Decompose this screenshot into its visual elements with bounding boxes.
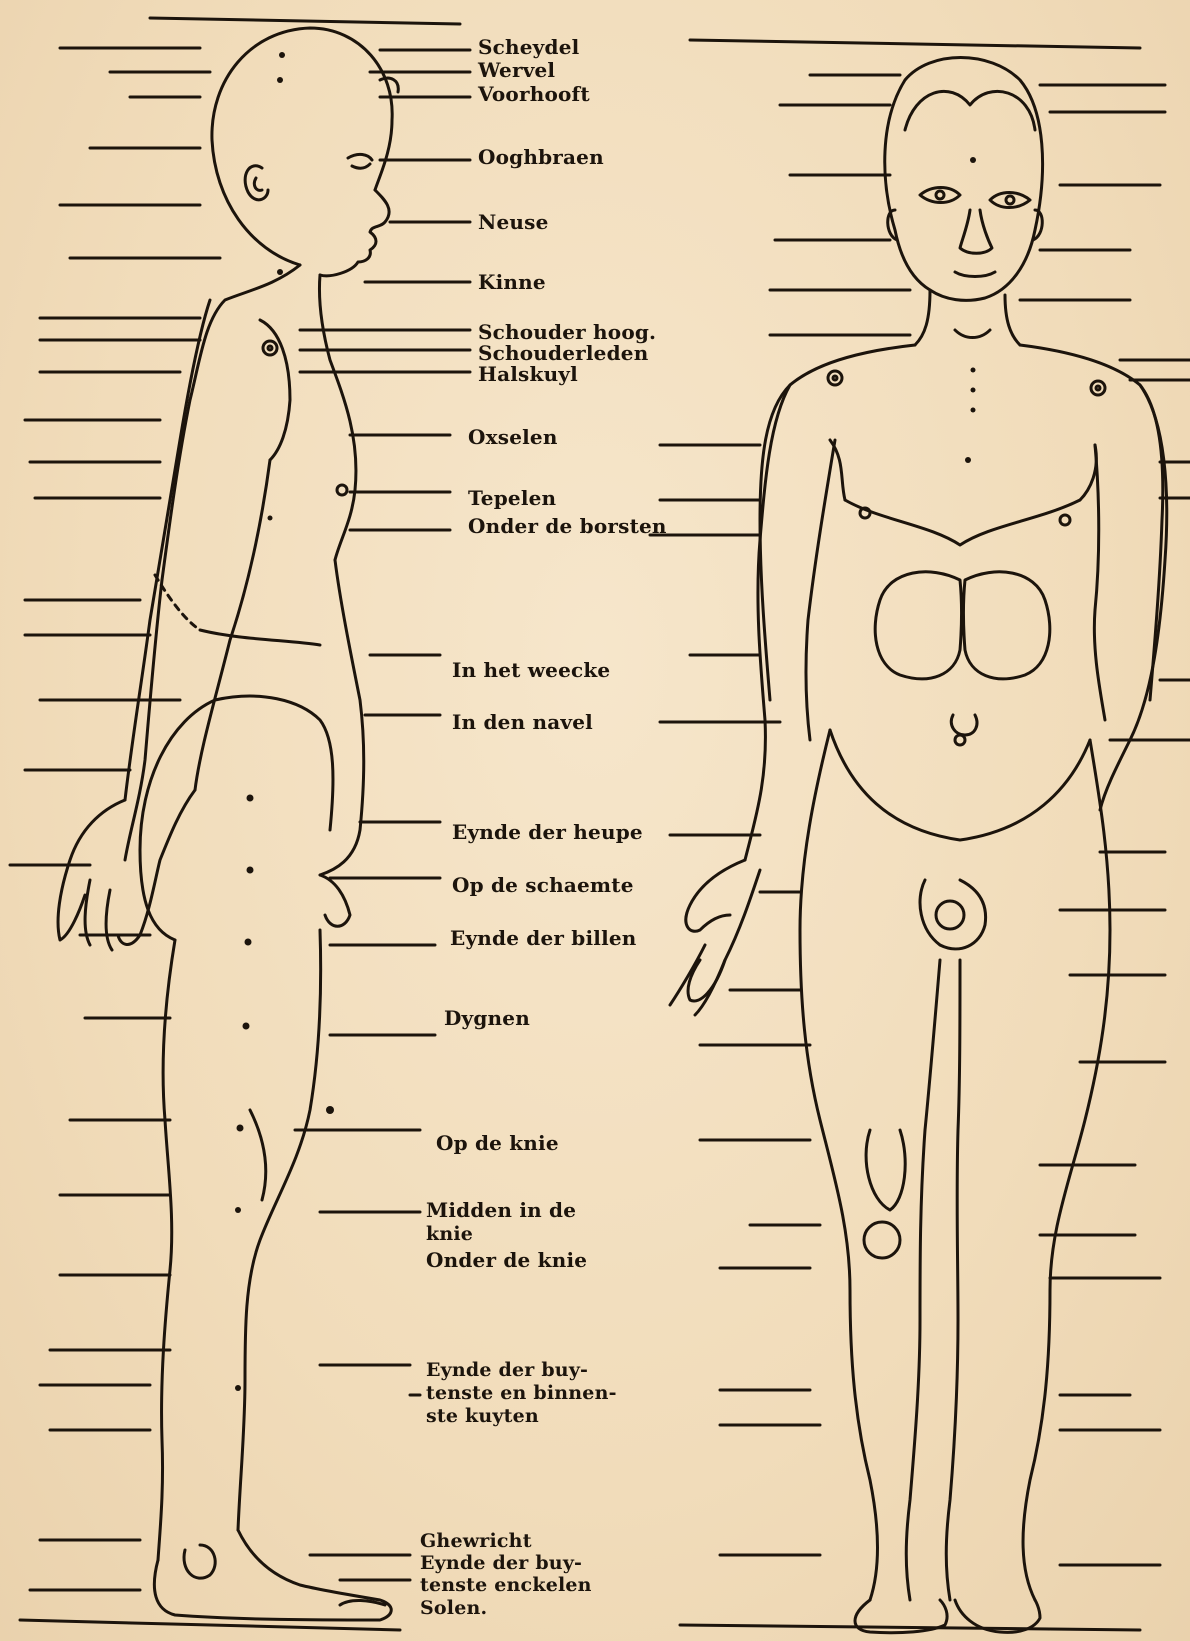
label-enckelen-1: Eynde der buy- bbox=[420, 1553, 582, 1573]
label-voorhooft: Voorhooft bbox=[478, 84, 590, 105]
label-solen: Solen. bbox=[420, 1598, 487, 1618]
label-navel: In den navel bbox=[452, 712, 593, 733]
label-knie: Op de knie bbox=[436, 1133, 559, 1154]
label-kuyten-1: Eynde der buy- bbox=[426, 1360, 588, 1380]
label-halskuyl: Halskuyl bbox=[478, 364, 578, 385]
label-schaemte: Op de schaemte bbox=[452, 875, 634, 896]
label-schouderleden: Schouderleden bbox=[478, 343, 648, 364]
label-wervel: Wervel bbox=[478, 60, 555, 81]
label-onder-borsten: Onder de borsten bbox=[468, 516, 667, 537]
label-midden-knie-2: knie bbox=[426, 1224, 473, 1244]
label-kuyten-2: tenste en binnen- bbox=[426, 1383, 617, 1403]
label-billen: Eynde der billen bbox=[450, 928, 637, 949]
label-midden-knie-1: Midden in de bbox=[426, 1200, 576, 1221]
label-ooghbraen: Ooghbraen bbox=[478, 147, 604, 168]
measurement-lines-right bbox=[650, 40, 1190, 1630]
label-kinne: Kinne bbox=[478, 272, 546, 293]
label-schouder-hoog: Schouder hoog. bbox=[478, 322, 656, 343]
label-dygnen: Dygnen bbox=[444, 1008, 530, 1029]
label-weecke: In het weecke bbox=[452, 660, 610, 681]
label-ghewricht: Ghewricht bbox=[420, 1531, 532, 1551]
label-neuse: Neuse bbox=[478, 212, 549, 233]
label-schedel: Scheydel bbox=[478, 37, 579, 58]
label-heupe: Eynde der heupe bbox=[452, 822, 643, 843]
profile-figure bbox=[58, 28, 398, 1620]
label-onder-knie: Onder de knie bbox=[426, 1250, 587, 1271]
label-kuyten-3: ste kuyten bbox=[426, 1406, 539, 1426]
label-tepelen: Tepelen bbox=[468, 488, 556, 509]
label-enckelen-2: tenste enckelen bbox=[420, 1575, 592, 1595]
label-oxselen: Oxselen bbox=[468, 427, 558, 448]
